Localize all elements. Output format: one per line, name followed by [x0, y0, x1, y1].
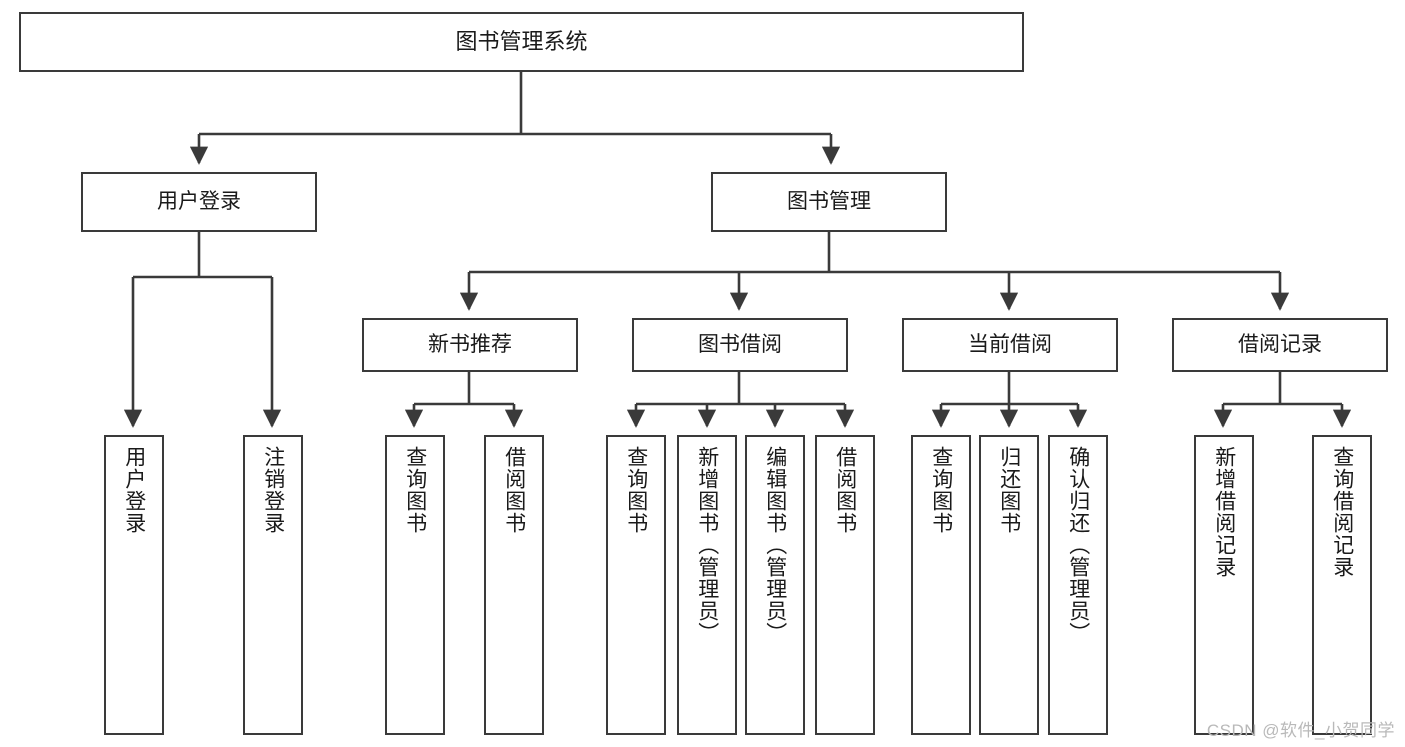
leaf-book-borrow-borrow[interactable]: 借阅图书: [815, 435, 875, 735]
leaf-book-borrow-add[interactable]: 新增图书（管理员）: [677, 435, 737, 735]
leaf-label: 借阅图书: [833, 446, 857, 534]
leaf-borrow-record-query[interactable]: 查询借阅记录: [1312, 435, 1372, 735]
leaf-label: 编辑图书（管理员）: [763, 446, 787, 644]
node-borrow-record-label: 借阅记录: [1238, 333, 1322, 357]
leaf-label: 注销登录: [261, 446, 285, 534]
node-root[interactable]: 图书管理系统: [19, 12, 1024, 72]
leaf-label: 查询借阅记录: [1330, 446, 1354, 578]
node-borrow-record[interactable]: 借阅记录: [1172, 318, 1388, 372]
leaf-label: 查询图书: [929, 446, 953, 534]
leaf-label: 查询图书: [624, 446, 648, 534]
watermark-text: CSDN @软件_小贺同学: [1206, 721, 1395, 740]
leaf-label: 查询图书: [403, 446, 427, 534]
leaf-current-borrow-confirm-return[interactable]: 确认归还（管理员）: [1048, 435, 1108, 735]
leaf-borrow-record-add[interactable]: 新增借阅记录: [1194, 435, 1254, 735]
node-book-management-label: 图书管理: [787, 190, 871, 214]
leaf-user-login-login[interactable]: 用户登录: [104, 435, 164, 735]
node-book-borrow[interactable]: 图书借阅: [632, 318, 848, 372]
leaf-current-borrow-query[interactable]: 查询图书: [911, 435, 971, 735]
leaf-label: 确认归还（管理员）: [1066, 446, 1090, 644]
leaf-label: 归还图书: [997, 446, 1021, 534]
node-current-borrow[interactable]: 当前借阅: [902, 318, 1118, 372]
leaf-new-book-borrow[interactable]: 借阅图书: [484, 435, 544, 735]
node-new-book-recommend-label: 新书推荐: [428, 333, 512, 357]
leaf-current-borrow-return[interactable]: 归还图书: [979, 435, 1039, 735]
leaf-user-login-logout[interactable]: 注销登录: [243, 435, 303, 735]
leaf-label: 新增图书（管理员）: [695, 446, 719, 644]
leaf-label: 借阅图书: [502, 446, 526, 534]
node-user-login[interactable]: 用户登录: [81, 172, 317, 232]
node-root-label: 图书管理系统: [455, 28, 588, 54]
leaf-label: 用户登录: [122, 446, 146, 534]
node-book-management[interactable]: 图书管理: [711, 172, 947, 232]
leaf-book-borrow-query[interactable]: 查询图书: [606, 435, 666, 735]
node-book-borrow-label: 图书借阅: [698, 333, 782, 357]
node-user-login-label: 用户登录: [157, 190, 241, 214]
leaf-book-borrow-edit[interactable]: 编辑图书（管理员）: [745, 435, 805, 735]
leaf-new-book-query[interactable]: 查询图书: [385, 435, 445, 735]
leaf-label: 新增借阅记录: [1212, 446, 1236, 578]
node-current-borrow-label: 当前借阅: [968, 333, 1052, 357]
node-new-book-recommend[interactable]: 新书推荐: [362, 318, 578, 372]
